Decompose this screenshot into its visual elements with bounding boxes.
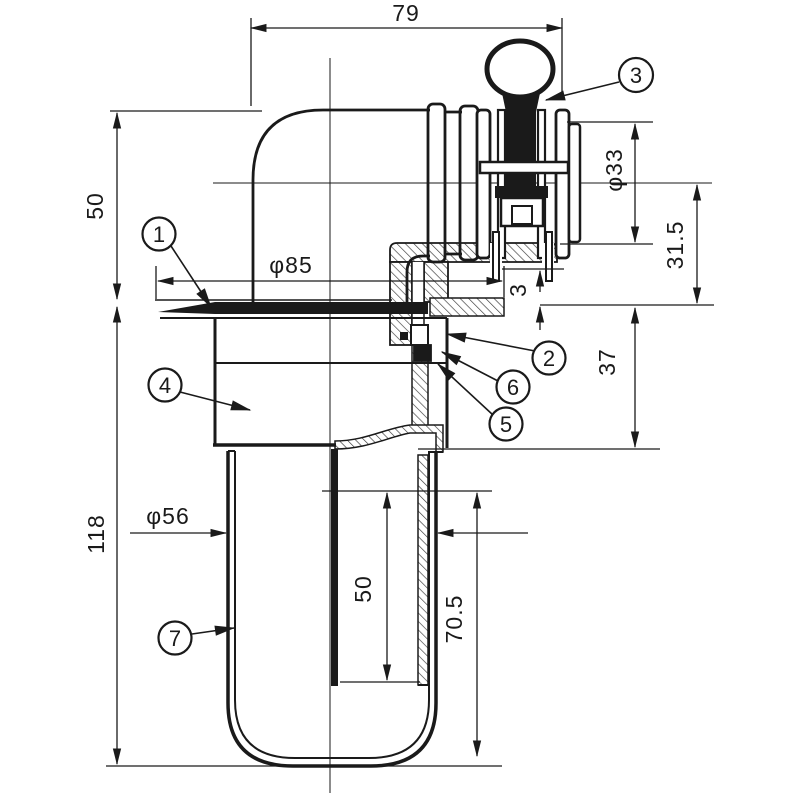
leader-part-1 bbox=[170, 245, 212, 309]
balloon-circle-4 bbox=[147, 367, 183, 403]
leader-part-7 bbox=[191, 625, 236, 636]
valve-flange-left bbox=[475, 108, 492, 260]
dim-85-label: φ85 bbox=[269, 252, 313, 278]
dim-705-label: 70.5 bbox=[441, 595, 467, 644]
valve-cage-bar-right bbox=[536, 108, 547, 260]
dim-33-label: φ33 bbox=[601, 148, 627, 192]
balloon-part-1: 1 bbox=[141, 216, 212, 309]
valve-leg-left bbox=[492, 231, 500, 282]
dim-37-label: 37 bbox=[594, 348, 620, 376]
leader-part-2 bbox=[445, 332, 536, 352]
cup-inner-wall bbox=[234, 451, 430, 759]
seal-washer bbox=[413, 344, 432, 362]
balloon-num-1: 1 bbox=[153, 222, 165, 247]
balloon-circle-2 bbox=[531, 340, 567, 376]
balloon-part-3: 3 bbox=[544, 56, 655, 101]
dim-118-label: 118 bbox=[83, 514, 109, 554]
balloon-num-2: 2 bbox=[543, 346, 555, 371]
flange-assembly bbox=[155, 299, 447, 319]
dim-3-label: 3 bbox=[505, 283, 531, 297]
balloon-part-4: 4 bbox=[147, 367, 252, 411]
dim-50-label: 50 bbox=[82, 192, 108, 220]
valve-seal-band bbox=[495, 186, 548, 198]
valve-flange-right bbox=[554, 108, 571, 260]
balloon-circle-1 bbox=[141, 216, 177, 252]
dimension-lines bbox=[106, 18, 714, 767]
overflow-flange-band bbox=[429, 297, 505, 317]
part-balloons: 1 2 3 4 5 6 7 bbox=[141, 56, 655, 656]
dim-50b-label: 50 bbox=[350, 575, 376, 603]
inner-standpipe-wall bbox=[331, 449, 338, 686]
balloon-circle-7 bbox=[157, 620, 193, 656]
pipe-coupling bbox=[426, 102, 447, 264]
overflow-valve bbox=[475, 38, 582, 282]
overflow-right-wall bbox=[423, 261, 449, 303]
valve-gland-bar bbox=[478, 160, 570, 175]
leader-part-6 bbox=[440, 351, 499, 382]
balloon-num-5: 5 bbox=[500, 412, 512, 437]
balloon-num-3: 3 bbox=[630, 63, 642, 88]
leader-part-3 bbox=[544, 81, 620, 101]
overflow-water-slot bbox=[412, 262, 424, 325]
overflow-standpipe-tube bbox=[417, 454, 429, 686]
dimension-labels: 79 50 118 φ85 φ33 31.5 3 37 φ56 50 70.5 bbox=[82, 0, 688, 643]
pipe-inner-contour bbox=[405, 254, 430, 302]
dim-56-label: φ56 bbox=[146, 503, 190, 529]
balloon-part-5: 5 bbox=[437, 363, 524, 442]
flange-gasket bbox=[158, 302, 428, 314]
balloon-circle-5 bbox=[488, 406, 524, 442]
balloon-num-7: 7 bbox=[169, 626, 181, 651]
valve-outlet-stub bbox=[567, 122, 582, 244]
dim-79-label: 79 bbox=[392, 0, 420, 26]
valve-leg-right bbox=[545, 231, 553, 282]
balloon-part-6: 6 bbox=[440, 351, 531, 405]
balloon-part-7: 7 bbox=[157, 620, 236, 656]
valve-stem bbox=[506, 108, 536, 194]
balloon-circle-3 bbox=[617, 56, 655, 94]
leader-part-5 bbox=[437, 363, 494, 416]
pipe-outer-contour bbox=[251, 108, 430, 302]
balloon-num-4: 4 bbox=[159, 373, 171, 398]
overflow-pipe-elbow bbox=[251, 102, 480, 302]
center-lines bbox=[213, 58, 712, 793]
dim-315-label: 31.5 bbox=[662, 221, 688, 270]
balloon-circle-6 bbox=[495, 369, 531, 405]
seat-pin bbox=[400, 332, 408, 340]
leader-part-4 bbox=[179, 391, 252, 411]
valve-seat bbox=[410, 324, 429, 346]
knob-ball bbox=[484, 38, 556, 100]
valve-guide-inner bbox=[511, 205, 533, 225]
balloon-part-2: 2 bbox=[445, 332, 567, 376]
balloon-num-6: 6 bbox=[507, 375, 519, 400]
